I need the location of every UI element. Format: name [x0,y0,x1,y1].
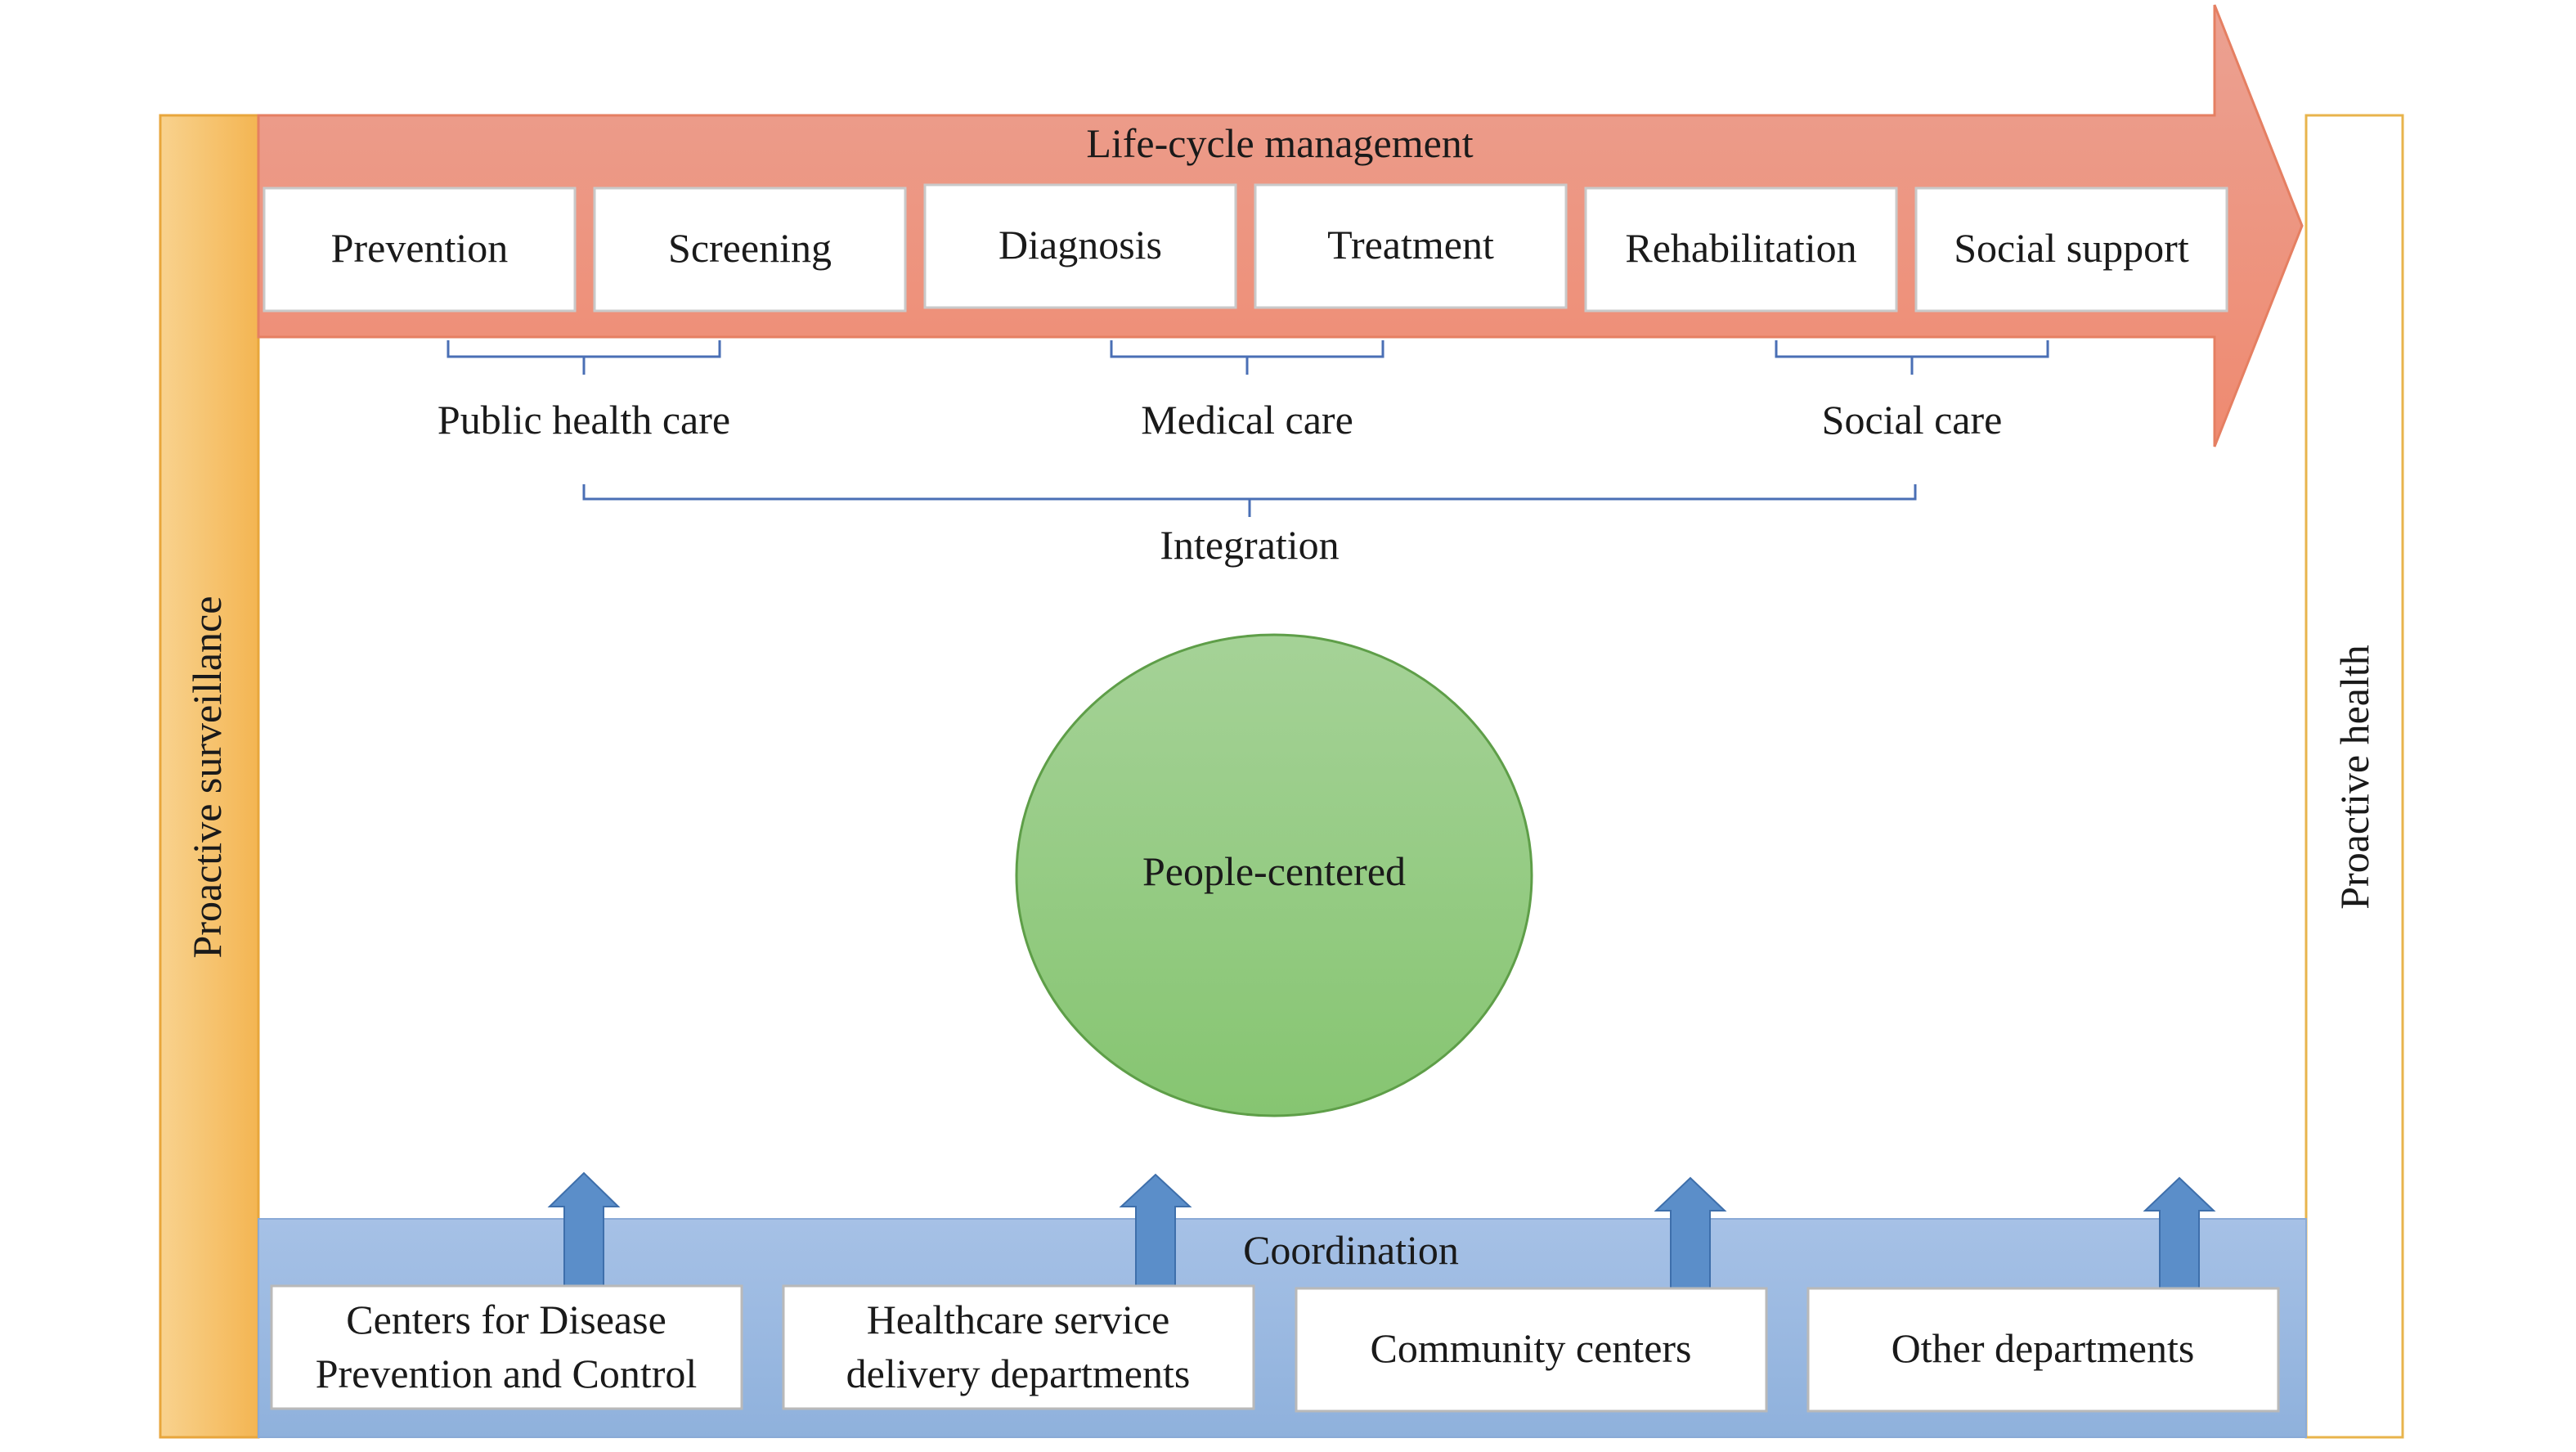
proactive-surveillance-bar [159,114,260,1439]
stage-rehabilitation-label: Rehabilitation [1625,225,1856,271]
department-other: Other departments [1806,1287,2280,1413]
coordination-title: Coordination [1243,1227,1459,1273]
department-cdc-line2: Prevention and Control [316,1351,698,1396]
people-centered-circle [1015,633,1533,1117]
public-health-bracket [447,340,721,375]
department-healthcare-line2: delivery departments [846,1351,1191,1396]
stage-treatment-label: Treatment [1327,222,1494,267]
up-arrow-cdc [547,1171,621,1287]
stage-treatment: Treatment [1254,183,1568,309]
department-other-label: Other departments [1892,1325,2195,1371]
up-arrow-healthcare [1119,1173,1192,1287]
stage-prevention-label: Prevention [331,225,509,271]
proactive-health-bar [2304,114,2404,1439]
lifecycle-title: Life-cycle management [1086,120,1473,166]
social-care-label: Social care [1822,397,2003,443]
stage-rehabilitation: Rehabilitation [1584,187,1898,312]
integration-label: Integration [1160,522,1339,568]
stage-diagnosis-label: Diagnosis [999,222,1162,267]
people-centered-label: People-centered [1142,848,1406,894]
department-cdc-line1: Centers for Disease [346,1297,666,1342]
public-health-care-label: Public health care [438,397,730,443]
department-community-label: Community centers [1371,1325,1692,1371]
proactive-surveillance-label: Proactive surveillance [184,596,230,959]
stage-social-support: Social support [1914,187,2228,312]
stage-prevention: Prevention [263,187,577,312]
stage-screening-label: Screening [668,225,832,271]
department-healthcare-line1: Healthcare service [867,1297,1170,1342]
stage-social-support-label: Social support [1954,225,2189,271]
stage-screening: Screening [593,187,907,312]
proactive-health-label: Proactive health [2331,645,2377,910]
department-community: Community centers [1295,1287,1768,1413]
medical-care-label: Medical care [1141,397,1353,443]
up-arrow-other [2143,1176,2216,1289]
medical-care-bracket [1110,340,1384,375]
social-care-bracket [1775,340,2049,375]
department-cdc: Centers for Disease Prevention and Contr… [270,1284,743,1410]
stage-diagnosis: Diagnosis [923,183,1237,309]
up-arrow-community [1654,1176,1727,1289]
integration-bracket [582,484,1917,517]
department-healthcare: Healthcare service delivery departments [782,1284,1255,1410]
